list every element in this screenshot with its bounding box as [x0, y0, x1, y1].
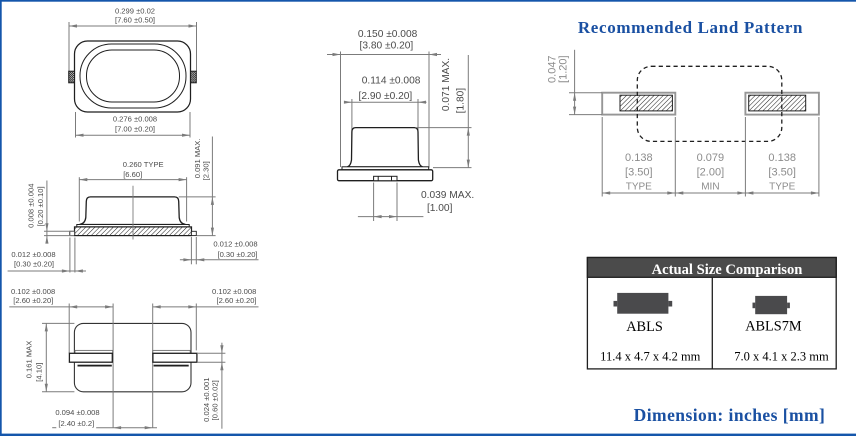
svg-text:0.012 ±0.008: 0.012 ±0.008 — [11, 250, 55, 259]
svg-text:ABLS7M: ABLS7M — [745, 318, 802, 334]
svg-text:[2.00]: [2.00] — [697, 167, 725, 179]
svg-text:[3.50]: [3.50] — [625, 167, 653, 179]
svg-text:[2.30]: [2.30] — [201, 161, 210, 180]
svg-text:0.138: 0.138 — [625, 152, 653, 164]
svg-text:[2.90 ±0.20]: [2.90 ±0.20] — [359, 91, 413, 102]
svg-text:[0.30 ±0.20]: [0.30 ±0.20] — [14, 259, 54, 268]
svg-text:[2.60 ±0.20]: [2.60 ±0.20] — [13, 296, 53, 305]
svg-text:[3.80 ±0.20]: [3.80 ±0.20] — [360, 41, 414, 52]
svg-text:[1.20]: [1.20] — [558, 55, 570, 83]
svg-text:[0.60 ±0.02]: [0.60 ±0.02] — [210, 380, 219, 420]
svg-text:TYPE: TYPE — [626, 182, 652, 193]
svg-text:0.276 ±0.008: 0.276 ±0.008 — [113, 114, 157, 123]
svg-text:[6.60]: [6.60] — [123, 170, 142, 179]
svg-text:0.012 ±0.008: 0.012 ±0.008 — [213, 240, 257, 249]
svg-text:TYPE: TYPE — [769, 182, 795, 193]
svg-text:[0.20 ±0.10]: [0.20 ±0.10] — [36, 186, 45, 226]
svg-text:0.114 ±0.008: 0.114 ±0.008 — [362, 76, 421, 87]
svg-text:0.079: 0.079 — [697, 152, 725, 164]
svg-text:[1.80]: [1.80] — [456, 88, 467, 114]
svg-text:0.094 ±0.008: 0.094 ±0.008 — [55, 408, 99, 417]
svg-text:7.0 x 4.1 x 2.3 mm: 7.0 x 4.1 x 2.3 mm — [734, 349, 829, 363]
svg-text:MIN: MIN — [701, 182, 719, 193]
svg-text:Actual Size Comparison: Actual Size Comparison — [652, 262, 803, 278]
svg-text:Recommended Land Pattern: Recommended Land Pattern — [578, 18, 803, 37]
svg-text:0.138: 0.138 — [768, 152, 796, 164]
svg-text:[3.50]: [3.50] — [768, 167, 796, 179]
svg-text:[2.60 ±0.20]: [2.60 ±0.20] — [216, 296, 256, 305]
svg-text:0.161 MAX: 0.161 MAX — [25, 341, 34, 379]
svg-text:0.091 MAX.: 0.091 MAX. — [193, 139, 202, 179]
svg-text:0.047: 0.047 — [547, 55, 559, 83]
svg-text:0.024 ±0.001: 0.024 ±0.001 — [202, 378, 211, 422]
svg-text:[7.00 ±0.20]: [7.00 ±0.20] — [115, 124, 155, 133]
svg-text:[4.10]: [4.10] — [34, 363, 43, 382]
svg-text:[0.30 ±0.20]: [0.30 ±0.20] — [217, 250, 257, 259]
svg-text:0.039 MAX.: 0.039 MAX. — [421, 190, 474, 201]
svg-text:0.260 TYPE: 0.260 TYPE — [123, 160, 164, 169]
svg-text:0.102 ±0.008: 0.102 ±0.008 — [11, 287, 55, 296]
svg-text:[1.00]: [1.00] — [427, 203, 453, 214]
svg-text:[2.40 ±0.2]: [2.40 ±0.2] — [58, 419, 94, 428]
svg-text:11.4 x 4.7 x 4.2 mm: 11.4 x 4.7 x 4.2 mm — [600, 349, 701, 363]
svg-text:0.299 ±0.02: 0.299 ±0.02 — [115, 7, 155, 16]
svg-text:0.071 MAX.: 0.071 MAX. — [441, 58, 452, 111]
svg-text:0.102 ±0.008: 0.102 ±0.008 — [212, 287, 256, 296]
svg-text:0.008 ±0.004: 0.008 ±0.004 — [27, 184, 36, 228]
svg-text:0.150 ±0.008: 0.150 ±0.008 — [358, 29, 418, 40]
svg-text:ABLS: ABLS — [626, 319, 663, 335]
svg-text:[7.60 ±0.50]: [7.60 ±0.50] — [115, 15, 155, 24]
svg-text:Dimension: inches [mm]: Dimension: inches [mm] — [634, 405, 826, 425]
